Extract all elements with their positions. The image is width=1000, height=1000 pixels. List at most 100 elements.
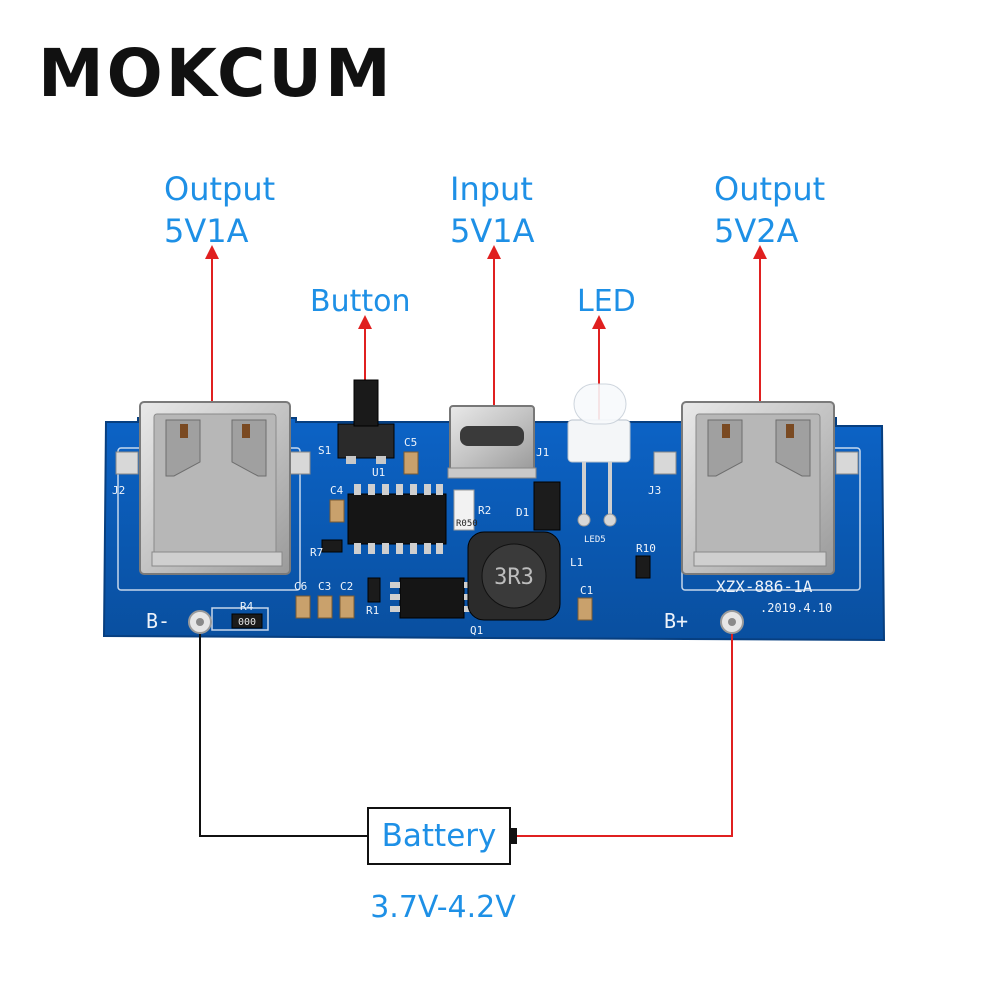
wire-positive (516, 634, 733, 837)
silk-j3: J3 (648, 484, 661, 497)
label-input-line2: 5V1A (450, 212, 535, 250)
micro-usb-foot (447, 467, 537, 479)
capacitor-c5 (403, 451, 419, 475)
usb-right-tab-1 (653, 451, 677, 475)
label-output-right-line1: Output (714, 170, 825, 208)
usb-left-tab-2 (287, 451, 311, 475)
silk-q1: Q1 (470, 624, 483, 637)
micro-usb-slot (460, 426, 524, 446)
brand-logo: MOKCUM (38, 35, 394, 112)
push-button (337, 379, 395, 464)
mosfet-q1-body (399, 577, 465, 619)
silkscreen-labels: J2 J3 J1 S1 U1 C5 C4 R2 D1 R7 C6 C3 C2 R… (112, 436, 661, 637)
resistor-r2 (453, 489, 475, 531)
resistor-r10 (635, 555, 651, 579)
silk-j1: J1 (536, 446, 549, 459)
board-label-b-minus: B- (146, 609, 170, 633)
push-button-pin-1 (346, 456, 356, 464)
pad-b-minus-hole (196, 618, 204, 626)
board-label-b-plus: B+ (664, 609, 688, 633)
pcb-board: 3R3 000 J2 (102, 379, 886, 642)
label-output-left-line2: 5V1A (164, 212, 249, 250)
silk-c4: C4 (330, 484, 344, 497)
usb-port-left (115, 401, 311, 575)
label-output-left: Output 5V1A (164, 170, 275, 250)
resistor-r4-marking: 000 (238, 617, 256, 628)
inductor-l1: 3R3 (467, 531, 561, 621)
usb-right-contact-1 (722, 424, 730, 438)
label-output-right: Output 5V2A (714, 170, 825, 250)
push-button-base (337, 423, 395, 459)
smd-capacitors (295, 451, 651, 621)
label-button: Button (310, 284, 411, 319)
board-model: XZX-886-1A (716, 577, 813, 596)
label-output-left-line1: Output (164, 170, 275, 208)
usb-left-tab-1 (115, 451, 139, 475)
silk-c5: C5 (404, 436, 417, 449)
usb-left-contact-1 (180, 424, 188, 438)
board-date: .2019.4.10 (760, 601, 832, 615)
inductor-core (481, 543, 547, 609)
diode-d1 (533, 481, 561, 531)
wire-negative (199, 634, 368, 837)
mosfet-q1 (390, 577, 474, 619)
usb-left-contact-2 (242, 424, 250, 438)
label-led: LED (577, 284, 636, 319)
capacitor-c2 (339, 595, 355, 619)
silk-c1: C1 (580, 584, 593, 597)
capacitor-c6 (295, 595, 311, 619)
silk-led5: LED5 (584, 535, 606, 545)
battery: Battery (367, 807, 517, 865)
resistor-r2-body (453, 489, 475, 531)
capacitor-c1 (577, 597, 593, 621)
usb-right-foot (693, 551, 827, 567)
label-input-line1: Input (450, 170, 533, 208)
resistor-r4: 000 (231, 613, 263, 629)
usb-right-spring-1 (707, 419, 743, 477)
micro-usb-port (447, 405, 537, 479)
silk-d1: D1 (516, 506, 529, 519)
led-body (567, 419, 631, 463)
silk-r4: R4 (240, 600, 254, 613)
ic-u1-pins (354, 484, 443, 554)
led-dome (573, 383, 627, 425)
usb-left-foot (151, 551, 283, 567)
label-output-right-line2: 5V2A (714, 212, 799, 250)
capacitor-c4 (329, 499, 345, 523)
silk-r2: R2 (478, 504, 491, 517)
led-leg-2 (608, 462, 612, 518)
ic-u1 (347, 484, 447, 554)
silk-c3: C3 (318, 580, 331, 593)
led-pad-1 (577, 513, 591, 527)
silk-r10: R10 (636, 542, 656, 555)
usb-right-contact-2 (786, 424, 794, 438)
silk-r1: R1 (366, 604, 379, 617)
usb-port-right (653, 401, 859, 575)
push-button-stem (353, 379, 379, 427)
led-component (567, 383, 631, 527)
silk-c2: C2 (340, 580, 353, 593)
resistor-r7 (321, 539, 343, 553)
usb-left-spring-2 (231, 419, 267, 477)
silk-u1: U1 (372, 466, 385, 479)
label-input: Input 5V1A (450, 170, 535, 250)
usb-right-spring-2 (775, 419, 811, 477)
silk-j2: J2 (112, 484, 125, 497)
silk-l1: L1 (570, 556, 583, 569)
capacitor-c3 (317, 595, 333, 619)
push-button-pin-2 (376, 456, 386, 464)
resistor-r4-body (231, 613, 263, 629)
usb-left-spring-1 (165, 419, 201, 477)
led-pad-2 (603, 513, 617, 527)
battery-body (367, 807, 511, 865)
battery-voltage-label: 3.7V-4.2V (370, 890, 516, 925)
usb-right-tab-2 (835, 451, 859, 475)
inductor-marking: 3R3 (494, 565, 534, 590)
silk-c6: C6 (294, 580, 307, 593)
pad-b-plus-hole (728, 618, 736, 626)
silk-r2-marking: R050 (456, 519, 478, 529)
silk-s1: S1 (318, 444, 331, 457)
silk-r7: R7 (310, 546, 323, 559)
ic-u1-body (347, 493, 447, 545)
